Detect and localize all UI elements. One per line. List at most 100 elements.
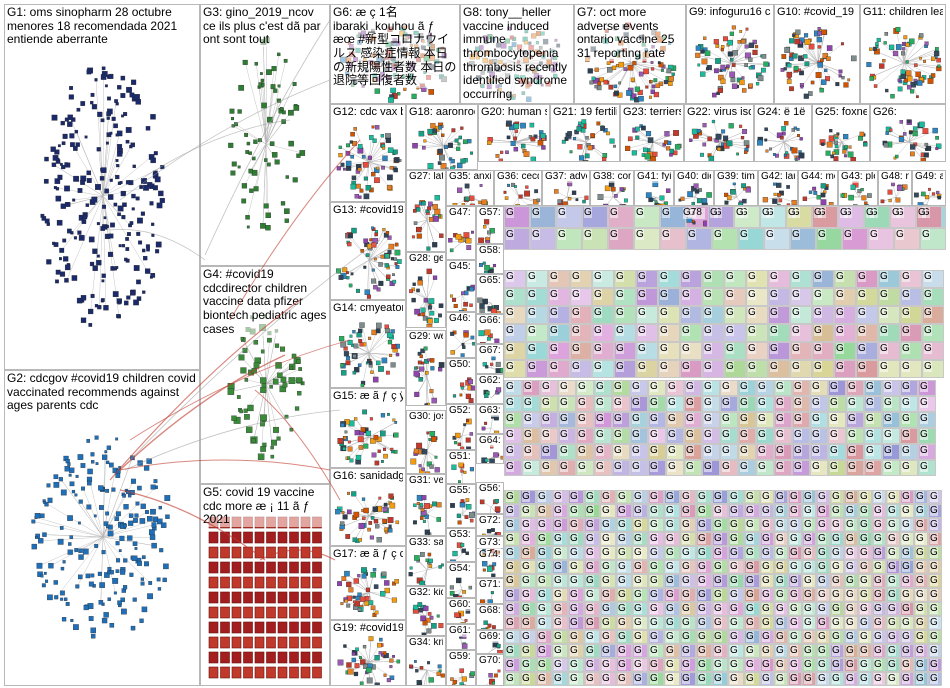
small-group-box: G — [746, 342, 768, 360]
small-group-box: G — [630, 412, 648, 428]
small-group-box: G — [928, 518, 942, 532]
small-group-label: G — [560, 413, 568, 424]
small-group-label: G — [902, 617, 910, 628]
small-group-label: G — [758, 381, 766, 392]
small-group-box: G — [816, 490, 830, 504]
small-group-box: G — [928, 672, 942, 686]
small-group-box: G — [728, 560, 744, 574]
small-group-box: G — [792, 380, 810, 396]
small-group-label: G — [848, 397, 856, 408]
small-group-label: G — [770, 325, 778, 336]
small-group-label: G — [682, 561, 690, 572]
small-group-label: G — [896, 229, 904, 240]
small-group-label: G — [538, 659, 546, 670]
small-group-box: G — [728, 644, 744, 658]
small-group-label: G — [874, 589, 882, 600]
small-group-label: G — [554, 603, 562, 614]
small-group-box: G — [792, 396, 810, 412]
small-group-box: G — [900, 288, 922, 306]
small-group-label: G — [860, 547, 868, 558]
group-box-g12: G12: cdc vax brief infection induced rel… — [330, 104, 406, 202]
small-group-box: G — [816, 602, 830, 616]
small-group-label: G — [762, 491, 770, 502]
small-group-label: G — [698, 575, 706, 586]
small-group-box: G — [600, 560, 616, 574]
small-group-label: G — [748, 361, 756, 372]
group-box-g59: G59: new — [446, 650, 476, 686]
group-label: G34: kristys infecti — [409, 638, 443, 649]
small-group-label: G — [880, 361, 888, 372]
small-group-label: G — [860, 533, 868, 544]
small-group-label: G — [762, 547, 770, 558]
group-box-g55: G55: cont — [446, 484, 476, 528]
small-group-label: G — [666, 547, 674, 558]
small-group-label: G — [866, 207, 874, 218]
small-group-label: G — [634, 631, 642, 642]
small-group-box: G — [504, 412, 522, 428]
small-group-label: G — [860, 561, 868, 572]
group-box-g34: G34: kristys infecti — [406, 636, 446, 686]
small-group-label: G — [930, 659, 938, 670]
small-group-label: G — [560, 381, 568, 392]
small-group-label: G — [902, 361, 910, 372]
small-group-label: G — [902, 659, 910, 670]
small-group-label: G — [524, 413, 532, 424]
small-group-label: G — [714, 533, 722, 544]
small-group-label: G — [602, 505, 610, 516]
small-group-label: G — [902, 397, 910, 408]
small-group-box: G — [648, 588, 664, 602]
small-group-label: G — [916, 491, 924, 502]
small-group-label: G — [818, 533, 826, 544]
small-group-label: G — [818, 505, 826, 516]
small-group-box: G — [696, 588, 712, 602]
small-group-label: G — [888, 603, 896, 614]
small-group-label: G — [668, 461, 676, 472]
small-group-box: G — [712, 518, 728, 532]
small-group-box: G — [760, 546, 774, 560]
small-group-box: G — [632, 574, 648, 588]
small-group-label: G — [762, 589, 770, 600]
small-group-box: G — [520, 672, 536, 686]
small-group-box: G — [636, 306, 658, 324]
group-label: G54: thec — [449, 564, 473, 575]
small-group-label: G — [866, 381, 874, 392]
small-group-box: G — [634, 228, 660, 250]
small-group-box: G — [600, 644, 616, 658]
small-group-box: G — [570, 306, 592, 324]
small-group-label: G — [832, 645, 840, 656]
small-group-label: G — [812, 445, 820, 456]
small-group-box: G — [666, 428, 684, 444]
small-group-label: G — [748, 289, 756, 300]
small-group-label: G — [506, 413, 514, 424]
small-group-box: G — [666, 412, 684, 428]
small-group-box: G — [858, 504, 872, 518]
small-group-box: G — [648, 532, 664, 546]
small-group-label: G — [766, 229, 774, 240]
small-group-box: G — [728, 616, 744, 630]
small-group-label: G — [660, 343, 668, 354]
small-group-label: G — [830, 397, 838, 408]
small-group-label: G — [542, 413, 550, 424]
small-group-box: G — [664, 602, 680, 616]
small-group-label: G — [634, 645, 642, 656]
small-group-label: G — [902, 271, 910, 282]
small-group-label: G — [650, 673, 658, 684]
small-group-box: G — [504, 206, 530, 228]
group-label: G6: æ ç 1名 ibaraki_kouhou ã ƒ æœ #新型コロナウ… — [333, 6, 457, 88]
small-group-box: G — [552, 630, 568, 644]
small-group-label: G — [730, 659, 738, 670]
small-group-label: G — [666, 631, 674, 642]
small-group-label: G — [594, 289, 602, 300]
small-group-label: G — [846, 617, 854, 628]
group-label: G47: vac pue — [449, 208, 473, 219]
small-group-box: G — [520, 532, 536, 546]
small-group-label: G — [660, 361, 668, 372]
small-group-box: G — [584, 518, 600, 532]
small-group-box: G — [864, 428, 882, 444]
small-group-label: G — [790, 673, 798, 684]
small-group-label: G — [832, 519, 840, 530]
group-box-g19: G19: #covid19 flu spread covid 19 protec… — [330, 620, 406, 686]
small-group-label: G — [650, 533, 658, 544]
small-group-label: G — [618, 519, 626, 530]
